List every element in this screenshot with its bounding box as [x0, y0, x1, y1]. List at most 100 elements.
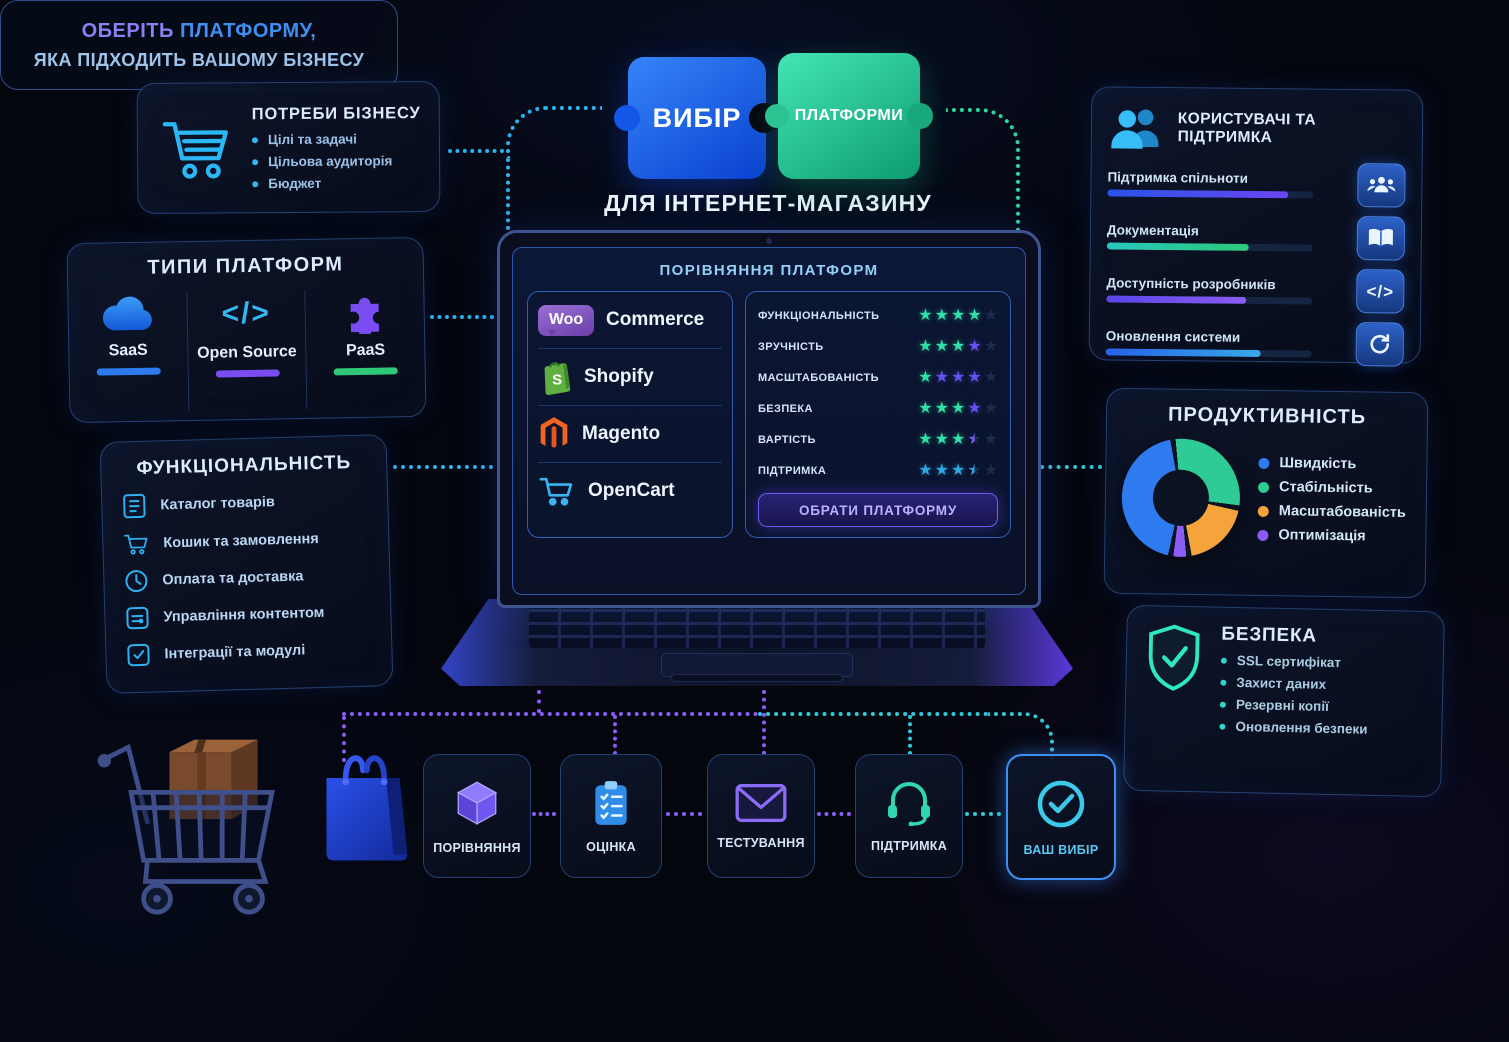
- platform-types-card: ТИПИ ПЛАТФОРМ SaaS </> Open Source PaaS: [66, 236, 427, 424]
- connector-dotted: [1040, 465, 1102, 469]
- platform-row-opencart[interactable]: OpenCart: [538, 462, 722, 519]
- shopping-cart-icon: [162, 121, 228, 179]
- connector-dotted: [908, 715, 912, 755]
- rating-row: ЗРУЧНІСТЬ★★★★★: [758, 337, 998, 355]
- step-support: ПІДТРИМКА: [855, 754, 963, 878]
- progress-fill: [1107, 188, 1289, 198]
- progress-track: [1105, 347, 1312, 358]
- comparison-app: ПОРІВНЯННЯ ПЛАТФОРМ Woo Commerce S: [512, 247, 1026, 595]
- star-rating: ★★★★★: [918, 430, 998, 448]
- legend-dot: [1257, 529, 1269, 541]
- comparison-title: ПОРІВНЯННЯ ПЛАТФОРМ: [659, 262, 879, 279]
- step-testing: ТЕСТУВАННЯ: [707, 754, 815, 878]
- book-icon: [1356, 216, 1406, 261]
- business-needs-card: ПОТРЕБИ БІЗНЕСУ Цілі та задачі Цільова а…: [136, 80, 441, 215]
- step-comparison: ПОРІВНЯННЯ: [423, 754, 531, 878]
- rating-row: МАСШТАБОВАНІСТЬ★★★★★: [758, 368, 998, 386]
- connector-dotted: [506, 106, 602, 158]
- platform-list-panel: Woo Commerce S Shopify: [527, 291, 733, 538]
- check-circle-icon: [1037, 780, 1085, 827]
- modules-icon: [127, 643, 150, 667]
- functionality-card: ФУНКЦІОНАЛЬНІСТЬ Каталог товарів Кошик т…: [99, 434, 394, 694]
- underline-pill: [333, 367, 398, 376]
- connector-dotted: [448, 149, 504, 153]
- clipboard-icon: [595, 780, 627, 825]
- progress-track: [1107, 188, 1314, 199]
- clock-icon: [125, 570, 148, 593]
- metric-row: Підтримка спільноти: [1107, 160, 1406, 208]
- performance-donut: [1116, 433, 1246, 562]
- cube-icon: [456, 780, 498, 825]
- shield-check-icon: [1148, 624, 1200, 691]
- list-item: Оновлення безпеки: [1219, 719, 1367, 737]
- cta-banner: ОБЕРІТЬ ПЛАТФОРМУ, ЯКА ПІДХОДИТЬ ВАШОМУ …: [0, 0, 398, 90]
- progress-fill: [1105, 347, 1261, 357]
- rating-row: ФУНКЦІОНАЛЬНІСТЬ★★★★★: [758, 306, 998, 324]
- choose-platform-button[interactable]: ОБРАТИ ПЛАТФОРМУ: [758, 493, 998, 527]
- svg-text:S: S: [552, 372, 562, 389]
- platform-row-woocommerce[interactable]: Woo Commerce: [538, 292, 722, 348]
- cta-line1: ОБЕРІТЬ ПЛАТФОРМУ,: [81, 19, 317, 42]
- opencart-logo: [539, 477, 573, 506]
- progress-fill: [1106, 294, 1247, 304]
- legend-item: Масштабованість: [1257, 503, 1406, 521]
- underline-pill: [96, 367, 161, 376]
- underline-pill: [215, 369, 280, 378]
- shopify-logo: S: [544, 362, 571, 395]
- platform-type-saas: SaaS: [68, 293, 188, 413]
- legend-dot: [1258, 457, 1270, 469]
- platform-row-shopify[interactable]: S Shopify: [538, 348, 722, 405]
- puzzle-left-label: ВИБІР: [652, 102, 742, 133]
- laptop-screen: ПОРІВНЯННЯ ПЛАТФОРМ Woo Commerce S: [497, 230, 1041, 608]
- platform-type-paas: PaaS: [304, 288, 426, 409]
- magento-logo: [540, 417, 568, 448]
- legend-item: Стабільність: [1258, 479, 1406, 497]
- ratings-panel: ФУНКЦІОНАЛЬНІСТЬ★★★★★ ЗРУЧНІСТЬ★★★★★ МАС…: [745, 291, 1011, 538]
- step-your-choice: ВАШ ВИБІР: [1006, 754, 1116, 880]
- laptop-base: [441, 599, 1073, 686]
- star-rating: ★★★★★: [918, 337, 998, 355]
- platform-type-opensource: </> Open Source: [186, 290, 307, 412]
- legend-item: Швидкість: [1258, 455, 1406, 473]
- shopping-cart-3d-illustration: [97, 739, 275, 915]
- code-icon: </>: [1356, 269, 1405, 314]
- connector-dotted: [393, 465, 493, 469]
- rating-row: ВАРТІСТЬ★★★★★: [758, 430, 998, 448]
- connector-dotted: [532, 812, 556, 816]
- rating-row: ПІДТРИМКА★★★★★: [758, 461, 998, 479]
- list-item: Бюджет: [252, 175, 421, 191]
- puzzle-icon: [350, 297, 380, 335]
- users-support-title: КОРИСТУВАЧІ ТА ПІДТРИМКА: [1177, 110, 1317, 147]
- refresh-icon: [1355, 322, 1404, 367]
- code-icon: </>: [221, 296, 272, 331]
- connector-dotted: [342, 716, 346, 762]
- connector-dotted: [430, 315, 494, 319]
- list-item: SSL сертифікат: [1221, 653, 1369, 671]
- platform-row-magento[interactable]: Magento: [538, 405, 722, 462]
- metric-row: Оновлення системи: [1105, 319, 1404, 367]
- laptop-notch: [671, 674, 843, 682]
- functionality-item: Каталог товарів: [122, 487, 368, 520]
- shopping-bag-illustration: [326, 755, 408, 861]
- users-support-card: КОРИСТУВАЧІ ТА ПІДТРИМКА Підтримка спіль…: [1088, 86, 1424, 367]
- cart-icon: [124, 534, 148, 555]
- performance-card: ПРОДУКТИВНІСТЬ Швидкість Стабільність Ма…: [1103, 387, 1429, 599]
- legend-item: Оптимізація: [1257, 527, 1405, 545]
- envelope-icon: [735, 783, 787, 822]
- metric-row: Доступність розробників </>: [1106, 266, 1405, 314]
- puzzle-piece-platform: ПЛАТФОРМИ: [778, 53, 920, 179]
- laptop-trackpad: [661, 653, 853, 677]
- list-item: Цільова аудиторія: [252, 153, 421, 169]
- connector-dotted: [666, 812, 702, 816]
- connector-dotted: [506, 158, 510, 230]
- functionality-item: Кошик та замовлення: [123, 526, 369, 557]
- functionality-item: Управління контентом: [125, 600, 371, 631]
- cloud-icon: [102, 296, 152, 331]
- functionality-item: Оплата та доставка: [124, 563, 370, 594]
- star-rating: ★★★★★: [918, 306, 998, 324]
- connector-dotted: [762, 690, 766, 755]
- performance-legend: Швидкість Стабільність Масштабованість О…: [1257, 447, 1407, 553]
- list-item: Захист даних: [1220, 675, 1368, 693]
- headset-icon: [888, 781, 930, 826]
